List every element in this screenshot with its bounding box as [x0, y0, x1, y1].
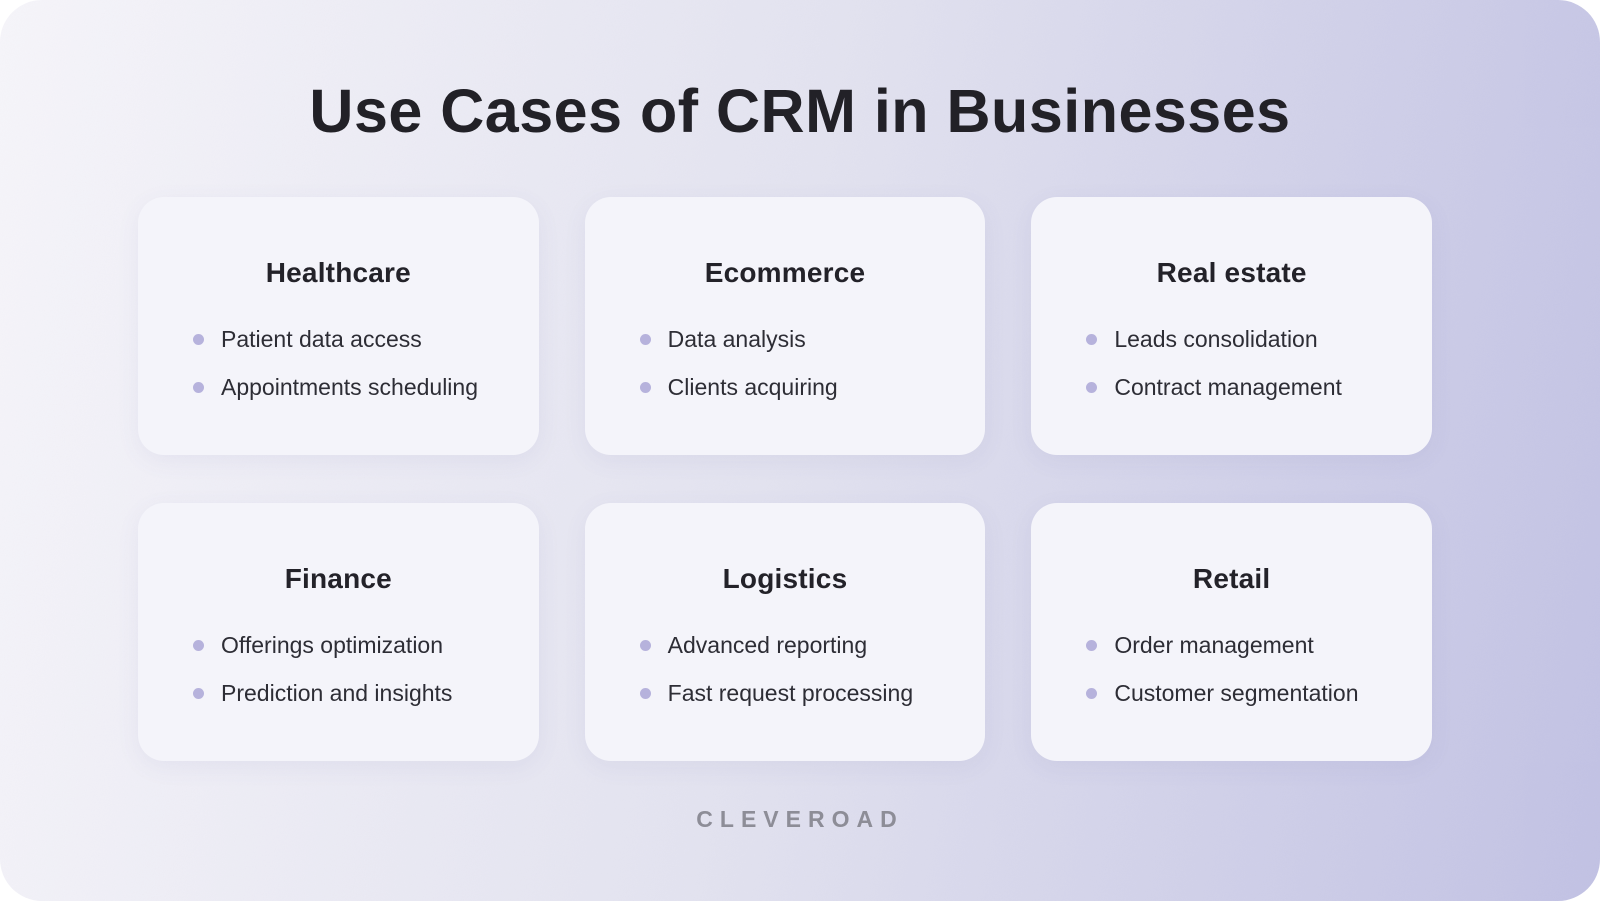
card-title: Real estate — [1156, 257, 1307, 288]
card-title: Ecommerce — [704, 257, 866, 288]
bullet-dot-icon — [193, 640, 204, 651]
list-item: Appointments scheduling — [193, 363, 519, 411]
card-list: Order management Customer segmentation — [1031, 621, 1432, 717]
card-healthcare: Healthcare Patient data access Appointme… — [138, 197, 539, 455]
list-item-label: Clients acquiring — [667, 373, 838, 400]
card-finance: Finance Offerings optimization Predictio… — [138, 503, 539, 761]
bullet-dot-icon — [639, 334, 651, 345]
page-title: Use Cases of CRM in Businesses — [309, 77, 1291, 145]
list-item-label: Fast request processing — [667, 679, 914, 706]
bullet-dot-icon — [639, 640, 651, 651]
bullet-dot-icon — [1086, 688, 1098, 699]
list-item-label: Patient data access — [221, 325, 422, 352]
card-list: Leads consolidation Contract management — [1031, 315, 1432, 411]
bullet-dot-icon — [193, 382, 204, 393]
list-item: Customer segmentation — [1086, 669, 1412, 717]
bullet-dot-icon — [639, 382, 651, 393]
bullet-dot-icon — [1086, 640, 1098, 651]
card-logistics: Logistics Advanced reporting Fast reques… — [584, 503, 986, 761]
list-item-label: Data analysis — [667, 325, 806, 352]
card-title: Retail — [1192, 563, 1271, 594]
card-title: Healthcare — [265, 257, 411, 288]
card-title: Logistics — [722, 563, 848, 594]
bullet-dot-icon — [639, 688, 651, 699]
list-item-label: Offerings optimization — [221, 631, 444, 658]
card-list: Data analysis Clients acquiring — [585, 315, 986, 411]
list-item: Advanced reporting — [639, 621, 966, 669]
list-item-label: Appointments scheduling — [221, 373, 478, 400]
bullet-dot-icon — [1086, 382, 1098, 393]
list-item: Contract management — [1086, 363, 1412, 411]
list-item: Prediction and insights — [193, 669, 519, 717]
card-ecommerce: Ecommerce Data analysis Clients acquirin… — [584, 197, 986, 455]
bullet-dot-icon — [193, 334, 204, 345]
card-retail: Retail Order management Customer segment… — [1031, 503, 1432, 761]
bullet-dot-icon — [193, 688, 204, 699]
list-item-label: Advanced reporting — [667, 631, 868, 658]
list-item-label: Leads consolidation — [1114, 325, 1318, 352]
list-item: Data analysis — [639, 315, 966, 363]
card-real-estate: Real estate Leads consolidation Contract… — [1031, 197, 1432, 455]
list-item-label: Order management — [1114, 631, 1314, 658]
card-list: Advanced reporting Fast request processi… — [585, 621, 986, 717]
cleveroad-logo: CLEVEROAD — [696, 806, 904, 832]
list-item: Fast request processing — [639, 669, 966, 717]
list-item-label: Customer segmentation — [1114, 679, 1359, 706]
list-item-label: Contract management — [1114, 373, 1342, 400]
list-item: Offerings optimization — [193, 621, 519, 669]
card-title: Finance — [284, 563, 392, 594]
bullet-dot-icon — [1086, 334, 1098, 345]
use-case-grid: Healthcare Patient data access Appointme… — [138, 197, 1432, 761]
card-list: Offerings optimization Prediction and in… — [138, 621, 539, 717]
list-item: Order management — [1086, 621, 1412, 669]
list-item: Clients acquiring — [639, 363, 966, 411]
list-item: Patient data access — [193, 315, 519, 363]
list-item-label: Prediction and insights — [221, 679, 453, 706]
list-item: Leads consolidation — [1086, 315, 1412, 363]
card-list: Patient data access Appointments schedul… — [138, 315, 539, 411]
